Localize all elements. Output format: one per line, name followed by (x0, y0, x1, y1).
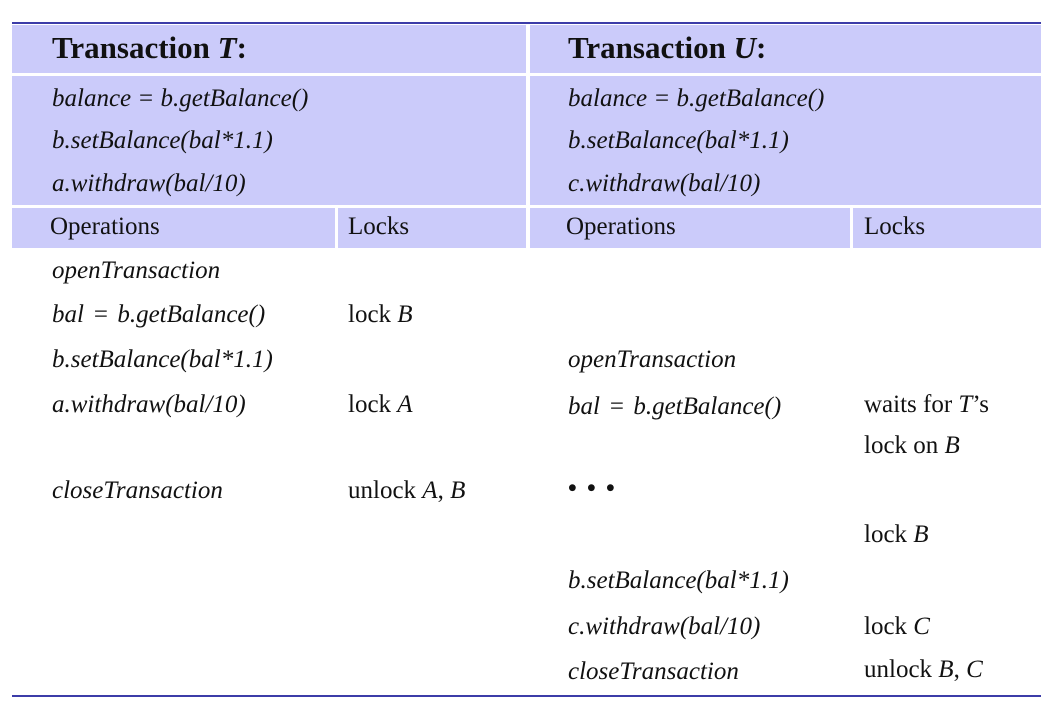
u-code-line: balance = b.getBalance() (568, 85, 825, 112)
t-operation: bal = b.getBalance() (52, 301, 266, 328)
t-operations-heading: Operations (50, 213, 160, 240)
u-operations-heading: Operations (566, 213, 676, 240)
transaction-u-header (530, 25, 1041, 73)
u-operation: bal = b.getBalance() (568, 393, 782, 420)
u-lock-entry: lock C (864, 613, 930, 640)
t-code-line: balance = b.getBalance() (52, 85, 309, 112)
transaction-u-title: Transaction U: (568, 30, 767, 65)
t-unlock-entry: unlock A, B (348, 477, 466, 504)
u-code-line: c.withdraw(bal/10) (568, 170, 761, 197)
u-wait-entry: waits for T’s (864, 391, 990, 418)
u-ellipsis: • • • (568, 475, 617, 502)
t-code-line: a.withdraw(bal/10) (52, 170, 246, 197)
t-operation: openTransaction (52, 257, 221, 284)
t-locks-heading: Locks (348, 213, 410, 240)
t-operation: b.setBalance(bal*1.1) (52, 346, 273, 373)
u-operation: c.withdraw(bal/10) (568, 613, 761, 640)
u-unlock-entry: unlock B, C (864, 656, 983, 683)
t-lock-entry: lock B (348, 301, 413, 328)
transaction-t-header (12, 25, 526, 73)
u-code-line: b.setBalance(bal*1.1) (568, 127, 789, 154)
u-locks-heading: Locks (864, 213, 926, 240)
transaction-t-code-block (12, 76, 526, 205)
u-operation: closeTransaction (568, 658, 739, 685)
u-lock-entry: lock B (864, 521, 929, 548)
u-operation: b.setBalance(bal*1.1) (568, 567, 789, 594)
t-operations-header-cell (12, 208, 335, 248)
u-wait-entry-continued: lock on B (864, 432, 960, 459)
t-locks-header-cell (338, 208, 526, 248)
t-code-line: b.setBalance(bal*1.1) (52, 127, 273, 154)
t-lock-entry: lock A (348, 391, 413, 418)
top-rule (12, 22, 1041, 24)
bottom-rule (12, 695, 1041, 697)
u-operation: openTransaction (568, 346, 737, 373)
transaction-u-code-block (530, 76, 1041, 205)
t-operation: a.withdraw(bal/10) (52, 391, 246, 418)
transaction-t-title: Transaction T: (52, 30, 247, 65)
t-operation: closeTransaction (52, 477, 223, 504)
u-operations-header-cell (530, 208, 850, 248)
u-locks-header-cell (853, 208, 1041, 248)
